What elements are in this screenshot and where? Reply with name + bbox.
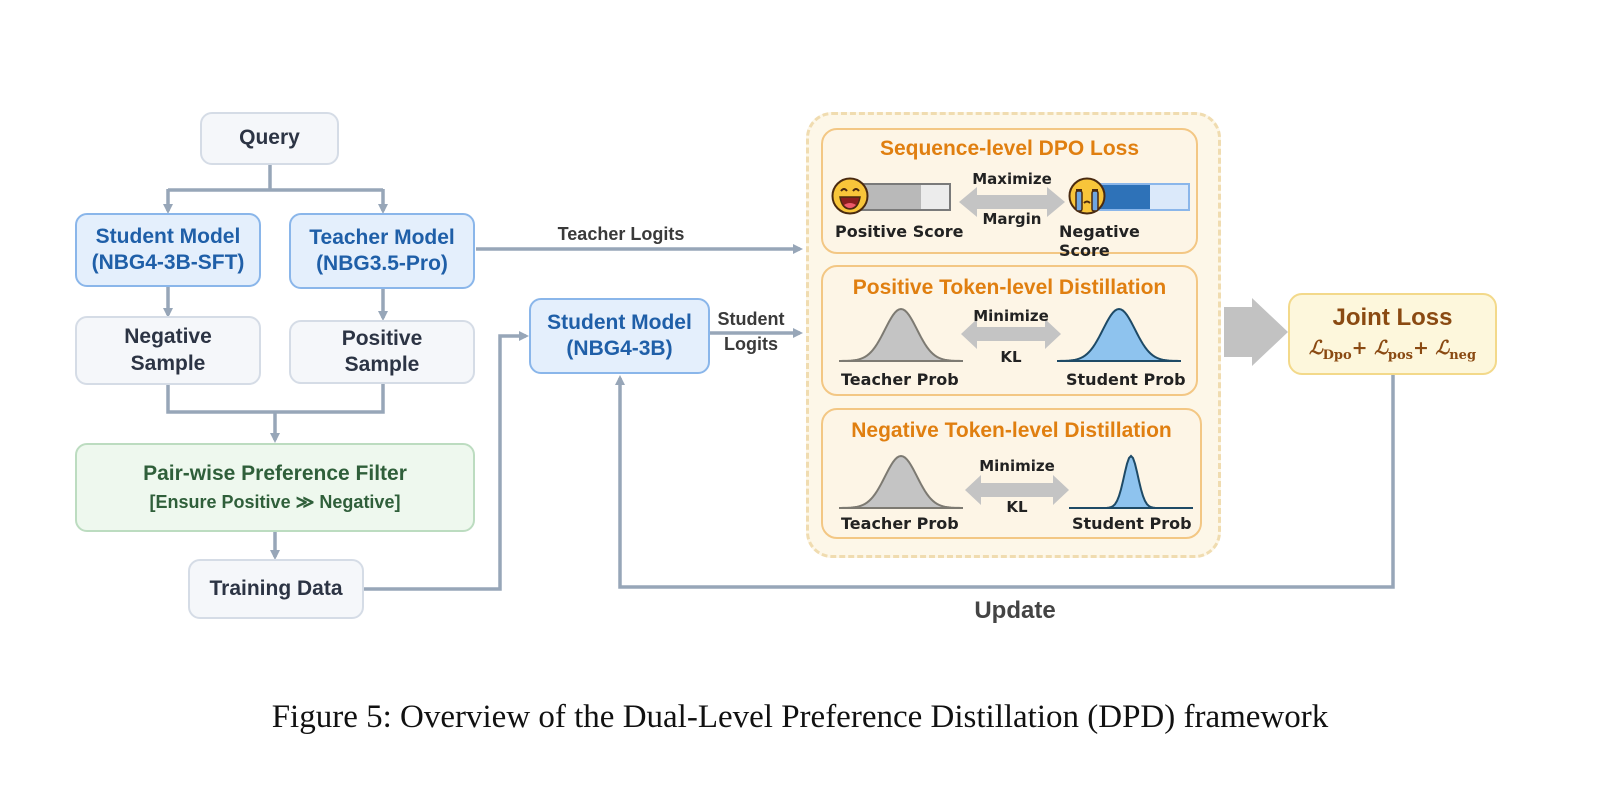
student-logits-line1: Student <box>717 309 785 329</box>
positive-sample-line1: Positive <box>341 326 423 350</box>
negative-student-distribution <box>1069 454 1193 509</box>
student-model-box: Student Model (NBG4-3B) <box>529 298 710 374</box>
negative-sample-line2: Sample <box>130 351 206 375</box>
positive-sample-box: Positive Sample <box>289 320 475 384</box>
student-model-line2: (NBG4-3B) <box>566 337 673 360</box>
positive-student-prob-label: Student Prob <box>1066 370 1186 389</box>
negative-kl-label: KL <box>1006 498 1028 516</box>
preference-filter-subtitle: [Ensure Positive ≫ Negative] <box>149 492 401 513</box>
student-logits-label: Student Logits <box>708 307 794 357</box>
crying-face-icon <box>1068 177 1106 215</box>
query-label: Query <box>239 126 300 150</box>
positive-student-distribution <box>1057 307 1181 362</box>
joint-loss-formula: ℒDpo+ ℒpos+ ℒneg <box>1308 337 1477 364</box>
loss-term-neg: ℒneg <box>1435 337 1477 364</box>
training-data-box: Training Data <box>188 559 364 619</box>
joint-loss-title: Joint Loss <box>1332 304 1453 332</box>
student-model-sft-box: Student Model (NBG4-3B-SFT) <box>75 213 261 287</box>
positive-teacher-prob-label: Teacher Prob <box>841 370 959 389</box>
negative-teacher-prob-label: Teacher Prob <box>841 514 959 533</box>
samples-merge-connector <box>166 384 385 414</box>
negative-token-panel: Negative Token-level Distillation Minimi… <box>821 408 1202 539</box>
positive-minimize-label: Minimize <box>973 307 1049 325</box>
negative-score-label: Negative Score <box>1059 222 1140 260</box>
negative-teacher-distribution <box>839 454 963 509</box>
loss-term-pos: ℒpos <box>1374 337 1413 364</box>
teacher-logits-label: Teacher Logits <box>557 224 685 244</box>
training-data-label: Training Data <box>209 576 343 600</box>
joint-loss-box: Joint Loss ℒDpo+ ℒpos+ ℒneg <box>1288 293 1497 375</box>
student-logits-line2: Logits <box>724 334 778 355</box>
query-connector <box>168 164 383 192</box>
arrow-update-loop <box>615 373 1395 589</box>
grinning-face-icon <box>831 177 869 215</box>
negative-sample-box: Negative Sample <box>75 316 261 385</box>
positive-teacher-distribution <box>839 307 963 362</box>
positive-token-title: Positive Token-level Distillation <box>852 276 1167 299</box>
negative-kl-arrow <box>965 475 1069 505</box>
negative-minimize-label: Minimize <box>979 457 1055 475</box>
preference-filter-title: Pair-wise Preference Filter <box>143 462 407 486</box>
loss-term-dpo: ℒDpo <box>1308 337 1352 364</box>
update-label: Update <box>974 597 1056 624</box>
figure-caption: Figure 5: Overview of the Dual-Level Pre… <box>271 699 1329 735</box>
positive-sample-line2: Sample <box>344 353 420 376</box>
positive-token-panel: Positive Token-level Distillation Minimi… <box>821 265 1198 396</box>
student-model-sft-line2: (NBG4-3B-SFT) <box>91 251 245 274</box>
dpo-loss-panel: Sequence-level DPO Loss Maximize Margin … <box>821 128 1198 260</box>
student-model-line1: Student Model <box>547 310 692 334</box>
teacher-model-line2: (NBG3.5-Pro) <box>316 252 448 275</box>
arrow-training-to-student <box>364 331 529 591</box>
maximize-margin-arrow <box>959 187 1065 217</box>
negative-sample-line1: Negative <box>124 325 212 349</box>
arrow-to-joint-loss <box>1224 298 1288 366</box>
negative-student-prob-label: Student Prob <box>1072 514 1192 533</box>
teacher-model-box: Teacher Model (NBG3.5-Pro) <box>289 213 475 289</box>
preference-filter-box: Pair-wise Preference Filter [Ensure Posi… <box>75 443 475 532</box>
positive-score-label: Positive Score <box>835 222 964 241</box>
negative-token-title: Negative Token-level Distillation <box>851 419 1172 442</box>
student-model-sft-line1: Student Model <box>95 224 241 248</box>
teacher-model-line1: Teacher Model <box>309 225 455 249</box>
margin-label: Margin <box>982 210 1042 228</box>
query-box: Query <box>200 112 339 165</box>
maximize-label: Maximize <box>972 170 1052 188</box>
positive-kl-arrow <box>961 319 1061 349</box>
dpo-loss-title: Sequence-level DPO Loss <box>879 137 1140 160</box>
positive-kl-label: KL <box>1000 348 1022 366</box>
